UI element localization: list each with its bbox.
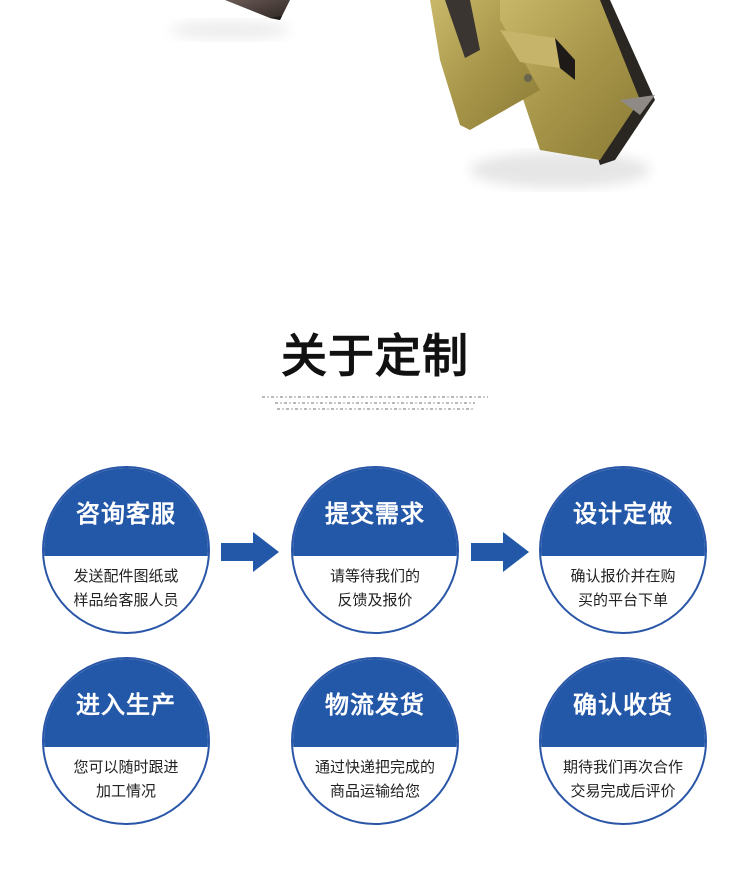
page-title: 关于定制 [281,329,469,383]
step-header-bg [293,468,457,556]
step-description: 请等待我们的 反馈及报价 [293,564,457,612]
step-confirm-receipt: 确认收货 期待我们再次合作 交易完成后评价 [539,657,707,825]
step-description: 发送配件图纸或 样品给客服人员 [44,564,208,612]
step-title: 确认收货 [573,691,673,719]
step-desc-line: 请等待我们的 [329,567,420,585]
step-desc-line: 您可以随时跟进 [73,758,179,776]
step-consult: 咨询客服 发送配件图纸或 样品给客服人员 [42,466,210,634]
step-desc-line: 样品给客服人员 [73,591,179,609]
step-title: 设计定做 [573,500,673,528]
step-desc-line: 反馈及报价 [337,591,413,609]
step-header-bg [44,468,208,556]
step-desc-line: 发送配件图纸或 [73,567,179,585]
arrow-right-icon [471,532,529,572]
step-desc-line: 交易完成后评价 [570,782,676,800]
step-title: 物流发货 [325,691,425,719]
dark-clasp-piece [225,0,290,20]
step-header-bg [293,659,457,747]
product-photo [170,0,655,188]
step-header-bg [541,468,705,556]
step-desc-line: 买的平台下单 [577,591,668,609]
step-title: 进入生产 [76,691,176,719]
step-description: 通过快递把完成的 商品运输给您 [293,755,457,803]
step-header-bg [541,659,705,747]
step-production: 进入生产 您可以随时跟进 加工情况 [42,657,210,825]
step-desc-line: 商品运输给您 [329,782,420,800]
step-shipping: 物流发货 通过快递把完成的 商品运输给您 [291,657,459,825]
step-desc-line: 通过快递把完成的 [314,758,435,776]
decorative-subtitle [262,396,488,414]
step-desc-line: 期待我们再次合作 [562,758,683,776]
arrow-right-icon [221,532,279,572]
step-design: 设计定做 确认报价并在购 买的平台下单 [539,466,707,634]
step-title: 咨询客服 [76,500,176,528]
step-description: 确认报价并在购 买的平台下单 [541,564,705,612]
step-header-bg [44,659,208,747]
brass-clasp [430,0,655,165]
step-desc-line: 确认报价并在购 [570,567,676,585]
step-submit-request: 提交需求 请等待我们的 反馈及报价 [291,466,459,634]
step-desc-line: 加工情况 [95,782,156,800]
step-description: 期待我们再次合作 交易完成后评价 [541,755,705,803]
step-description: 您可以随时跟进 加工情况 [44,755,208,803]
step-title: 提交需求 [325,500,425,528]
